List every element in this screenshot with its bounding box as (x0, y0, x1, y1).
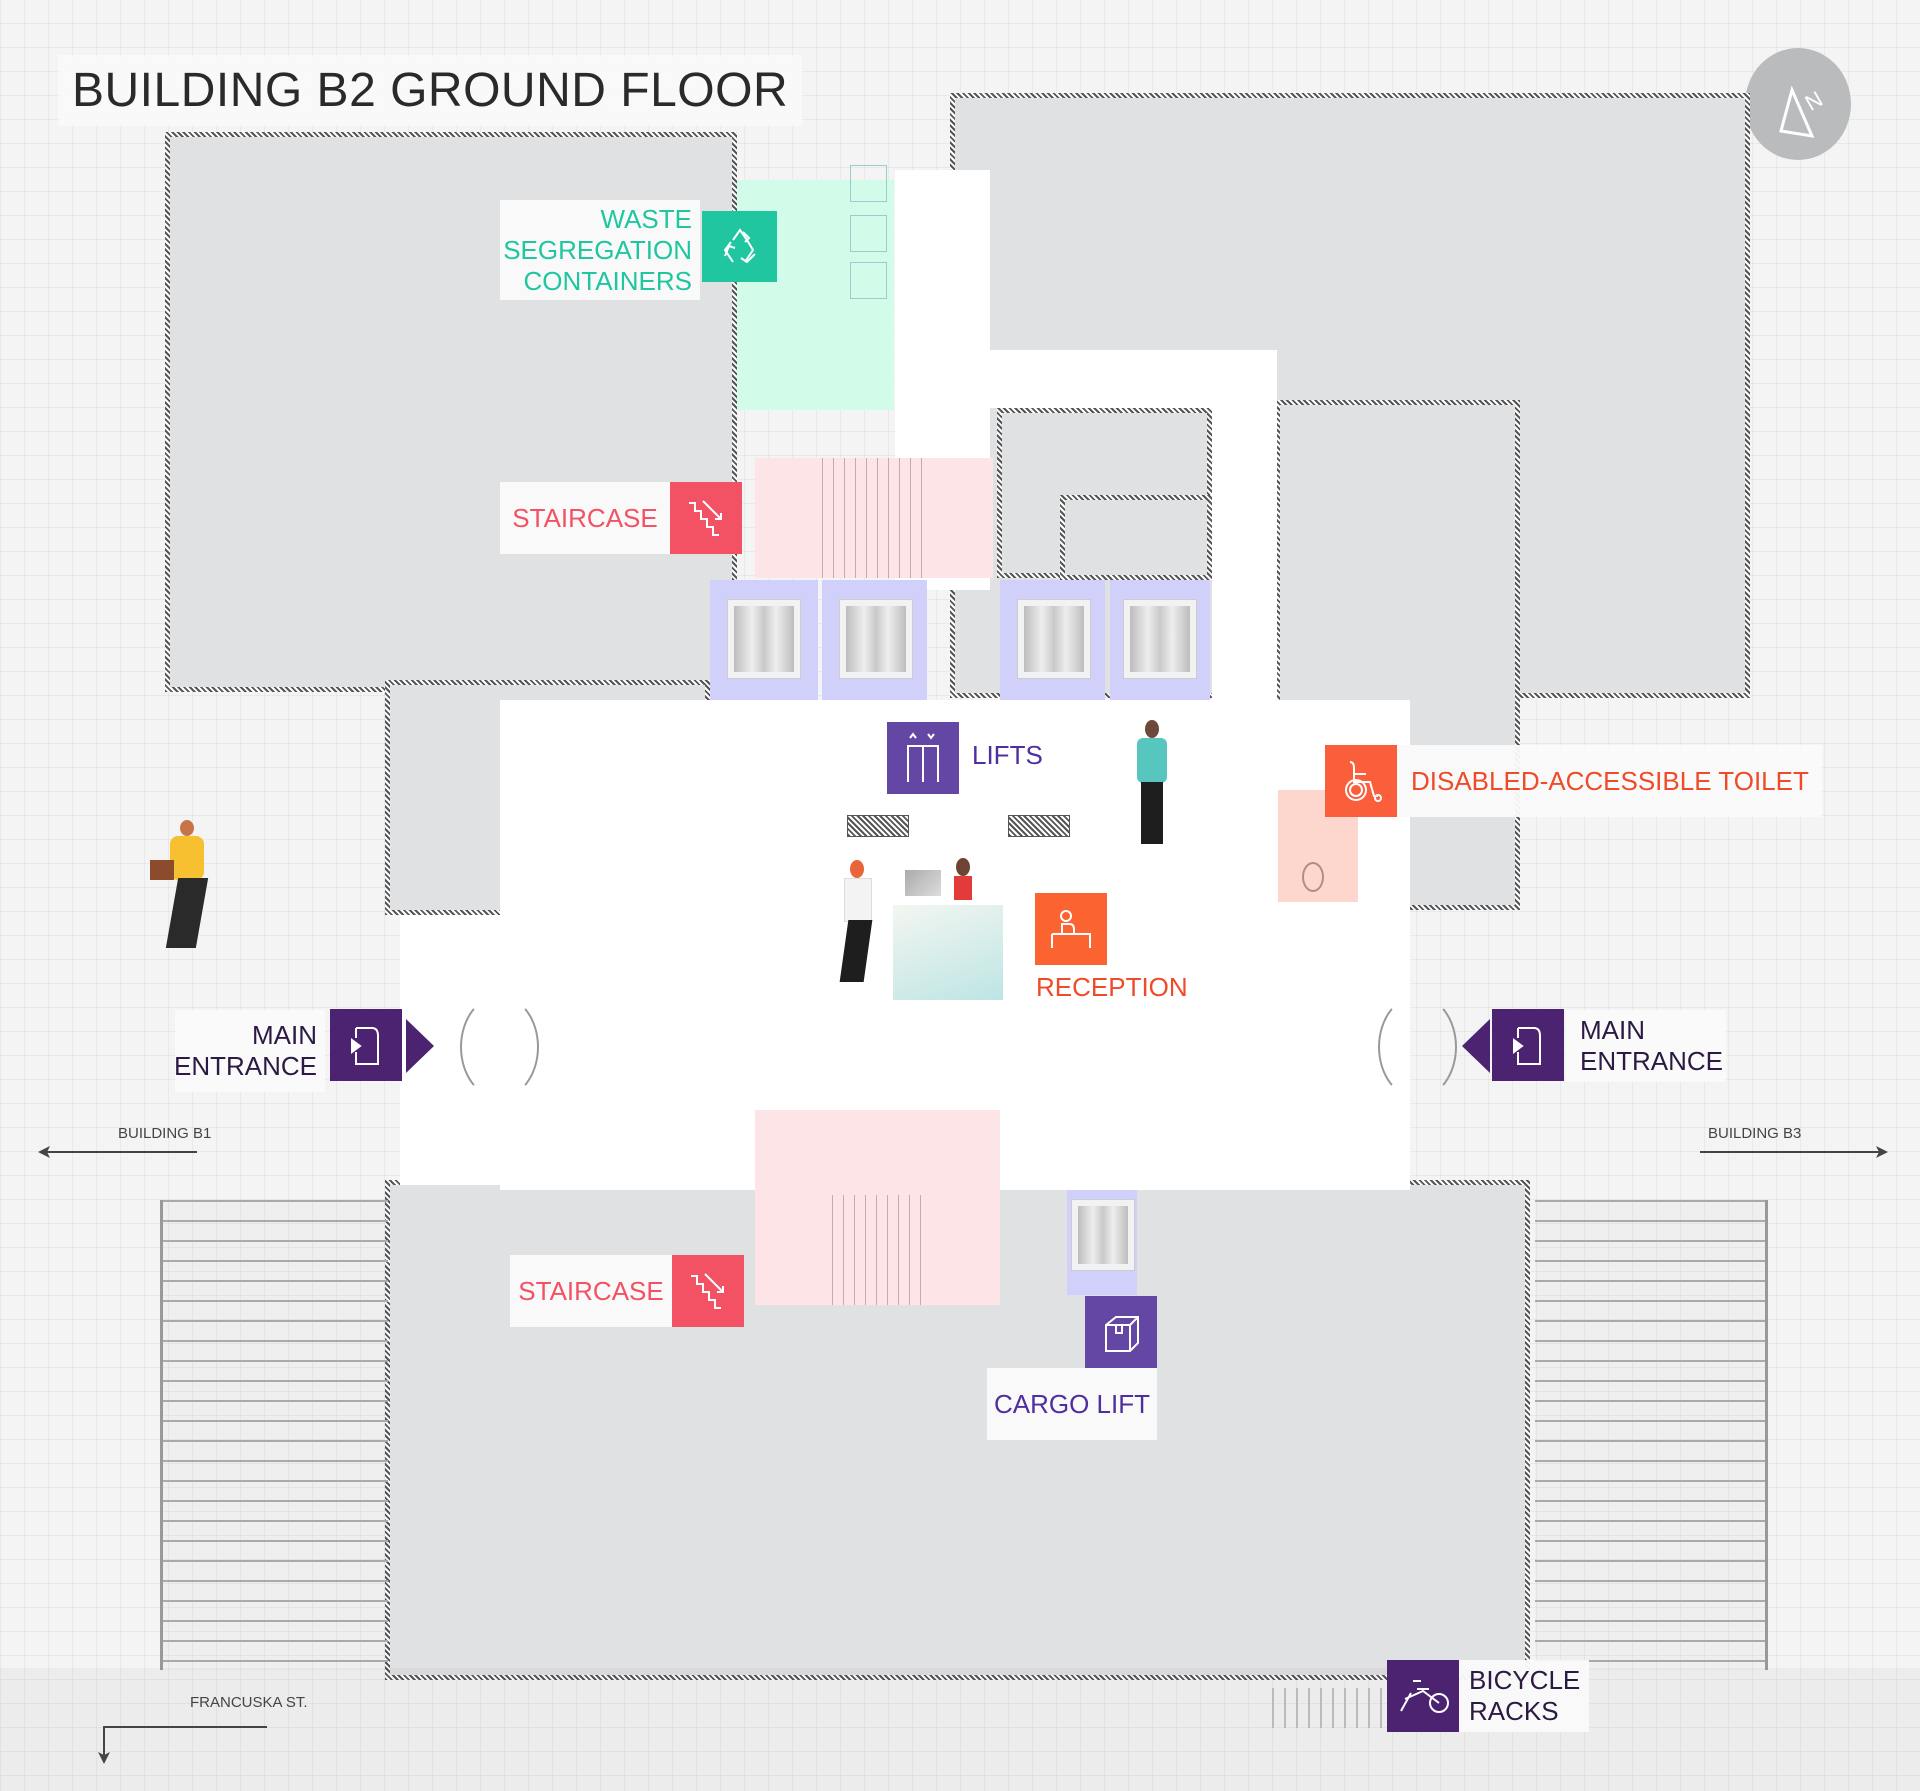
building-b3-label: BUILDING B3 (1708, 1125, 1802, 1142)
stair-steps (822, 458, 922, 578)
staircase-down-icon (691, 1273, 724, 1309)
lift-door-3 (1018, 600, 1090, 678)
waste-label-line: CONTAINERS (523, 265, 692, 296)
staircase-bottom-text: STAIRCASE (518, 1275, 664, 1306)
lift-door-2 (840, 600, 912, 678)
reception-desk (893, 905, 1003, 1000)
lifts-icon-box[interactable] (887, 722, 959, 794)
main-entrance-right-line: ENTRANCE (1580, 1046, 1724, 1076)
person-at-reception-illustration (830, 860, 890, 990)
main-entrance-left-label: MAIN ENTRANCE (173, 1010, 325, 1092)
svg-text:N: N (1801, 86, 1827, 116)
receptionist-illustration (950, 858, 980, 908)
recycle-icon (723, 227, 756, 263)
cargo-lift-door (1072, 1200, 1134, 1270)
bicycle-label-line: RACKS (1469, 1696, 1559, 1726)
bicycle-label-line: BICYCLE (1469, 1665, 1581, 1695)
revolving-door-east[interactable] (1378, 995, 1457, 1099)
cargo-lift-label: CARGO LIFT (987, 1368, 1157, 1440)
toilet-label-text: DISABLED-ACCESSIBLE TOILET (1411, 765, 1809, 796)
reception-icon-box[interactable] (1035, 893, 1107, 965)
package-box-icon (1105, 1316, 1139, 1352)
north-compass-icon: N (1779, 85, 1827, 138)
staircase-bottom-label: STAIRCASE (510, 1255, 672, 1327)
person-standing-illustration (1125, 720, 1185, 850)
north-compass: N (1745, 48, 1851, 160)
bicycle-racks (1272, 1688, 1384, 1728)
waste-label-line: SEGREGATION (503, 234, 692, 265)
room-north-center-b (1060, 495, 1212, 580)
main-entrance-left-line: MAIN (252, 1020, 317, 1050)
street-arrow-horizontal (104, 1726, 267, 1728)
sidewalk (0, 1668, 1920, 1791)
main-entrance-right-label: MAIN ENTRANCE (1566, 1010, 1726, 1082)
entrance-arrow-left-icon (1462, 1019, 1490, 1073)
staircase-top-label: STAIRCASE (500, 482, 670, 554)
cargo-lift-text: CARGO LIFT (993, 1388, 1150, 1419)
revolving-door-west[interactable] (460, 995, 539, 1099)
staircase-top-icon-box[interactable] (670, 482, 742, 554)
arrow-right-icon (1876, 1146, 1888, 1158)
toilet-bowl-icon (1302, 862, 1324, 892)
main-entrance-right-icon-box[interactable] (1492, 1009, 1564, 1081)
reception-monitor (905, 870, 941, 896)
building-b3-arrow (1700, 1151, 1880, 1153)
street-label: FRANCUSKA ST. (190, 1694, 308, 1711)
lifts-label: LIFTS (972, 740, 1043, 770)
cargo-lift-icon-box[interactable] (1085, 1296, 1157, 1368)
waste-container (850, 262, 887, 299)
street-arrow-vertical (103, 1726, 105, 1756)
main-entrance-right-line: MAIN (1580, 1015, 1645, 1045)
waste-container (850, 215, 887, 252)
staircase-top-text: STAIRCASE (512, 502, 658, 533)
outdoor-steps-west (160, 1200, 388, 1670)
waste-container (850, 165, 887, 202)
bicycle-label: BICYCLE RACKS (1459, 1660, 1589, 1732)
pillar (1008, 815, 1070, 837)
map-title: BUILDING B2 GROUND FLOOR (58, 55, 803, 126)
wheelchair-icon (1345, 761, 1382, 802)
building-b1-arrow (42, 1151, 197, 1153)
person-walking-illustration (130, 820, 230, 960)
stair-steps (832, 1195, 927, 1305)
main-entrance-left-icon-box[interactable] (330, 1009, 402, 1081)
reception-label: RECEPTION (1036, 972, 1188, 1002)
building-b1-label: BUILDING B1 (118, 1125, 212, 1142)
entrance-arrow-right-icon (406, 1019, 434, 1073)
bicycle-icon (1400, 1680, 1449, 1713)
toilet-label: DISABLED-ACCESSIBLE TOILET (1397, 745, 1822, 817)
staircase-bottom-icon-box[interactable] (672, 1255, 744, 1327)
outdoor-steps-east (1535, 1200, 1768, 1670)
entrance-door-icon (351, 1027, 379, 1065)
bicycle-icon-box[interactable] (1387, 1660, 1459, 1732)
toilet-icon-box[interactable] (1325, 745, 1397, 817)
arrow-down-icon (98, 1752, 110, 1764)
waste-label-line: WASTE (600, 203, 692, 234)
reception-desk-icon (1051, 910, 1091, 948)
lift-icon (907, 732, 939, 782)
staircase-down-icon (689, 500, 722, 536)
pillar (847, 815, 909, 837)
lift-door-1 (728, 600, 800, 678)
waste-icon-box[interactable] (702, 211, 777, 282)
main-entrance-left-line: ENTRANCE (173, 1051, 317, 1081)
waste-label: WASTE SEGREGATION CONTAINERS (500, 200, 700, 300)
entrance-door-icon (1513, 1027, 1541, 1065)
lift-door-4 (1124, 600, 1196, 678)
arrow-left-icon (38, 1146, 50, 1158)
